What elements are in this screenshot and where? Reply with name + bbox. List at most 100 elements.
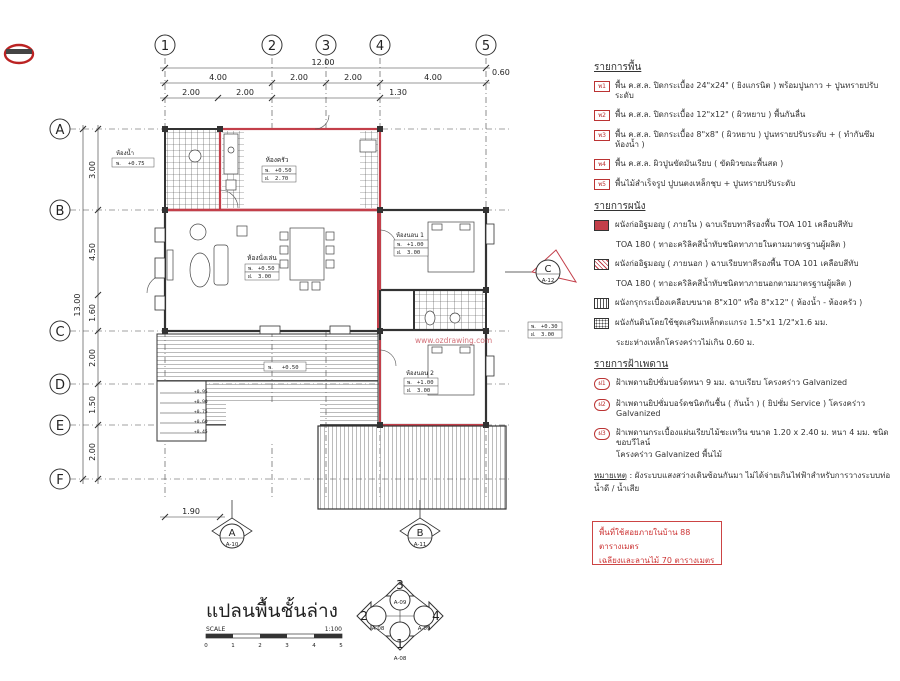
- floor-tag: พ1: [594, 81, 610, 92]
- grid-bubble-2: 2: [261, 34, 283, 56]
- dim-top-4: 4.00: [424, 73, 442, 82]
- area-summary-box: พื้นที่ใช้สอยภายในบ้าน 88 ตารางเมตร เฉลี…: [592, 521, 722, 565]
- wall-pattern-dots-icon: [594, 318, 609, 329]
- svg-text:+1.00: +1.00: [407, 242, 424, 248]
- svg-text:1: 1: [396, 637, 404, 651]
- svg-text:A: A: [229, 528, 236, 539]
- wooden-deck: [156, 333, 507, 510]
- svg-text:+0.90: +0.90: [194, 399, 208, 405]
- svg-text:3: 3: [322, 39, 330, 54]
- svg-text:ฝ.: ฝ.: [407, 388, 412, 394]
- room-label-bedroom-2: ห้องนอน 2 พ. +1.00 ฝ. 3.00: [403, 370, 439, 395]
- legend-wall-item: TOA 180 ( ทาอะคริลิคสีน้ำทับชนิดทาภายในต…: [616, 240, 846, 249]
- svg-text:ฝ.: ฝ.: [265, 176, 270, 182]
- grid-bubble-B: B: [49, 199, 71, 221]
- plan-title: แปลนพื้นชั้นล่าง: [206, 597, 338, 622]
- dim-top-total: 12.00: [312, 58, 335, 67]
- dim-left-2: 4.50: [88, 243, 97, 261]
- dim-top-extra: 0.60: [492, 68, 510, 77]
- svg-text:A-08: A-08: [372, 626, 385, 632]
- svg-text:พ.: พ.: [531, 324, 536, 330]
- svg-text:+0.75: +0.75: [194, 409, 208, 415]
- section-marker-c: C A-12: [505, 249, 578, 285]
- svg-text:2: 2: [258, 643, 262, 649]
- svg-text:+0.50: +0.50: [275, 168, 292, 174]
- svg-text:ห้องนอน 2: ห้องนอน 2: [406, 370, 434, 377]
- svg-text:B: B: [56, 204, 65, 219]
- svg-text:2.70: 2.70: [275, 176, 288, 182]
- svg-text:ห้องครัว: ห้องครัว: [266, 156, 289, 164]
- ceiling-tag: ฝ3: [594, 428, 610, 440]
- legend-wall-item: ผนังก่ออิฐมอญ ( ภายนอก ) ฉาบเรียบทาสีรอง…: [594, 259, 891, 270]
- svg-text:SCALE: SCALE: [206, 626, 225, 633]
- dim-top-2: 2.00: [290, 73, 308, 82]
- svg-text:4: 4: [376, 39, 384, 54]
- svg-text:3.00: 3.00: [541, 332, 554, 338]
- scale-bar: SCALE 1:100 0 1 2 3 4 5: [204, 626, 343, 649]
- svg-text:พ.: พ.: [397, 242, 402, 248]
- svg-text:3: 3: [285, 643, 289, 649]
- section-c-level-label: พ. +0.30 ฝ. 3.00: [527, 321, 563, 339]
- ceiling-tag: ฝ1: [594, 378, 610, 390]
- dim-left-6: 2.00: [88, 443, 97, 461]
- grid-bubble-3: 3: [315, 34, 337, 56]
- dim-left-4: 2.00: [88, 349, 97, 367]
- svg-text:พ.: พ.: [265, 168, 270, 174]
- grid-bubble-1: 1: [154, 34, 176, 56]
- wall-pattern-hatch-icon: [594, 259, 609, 270]
- svg-text:A-11: A-11: [414, 542, 427, 548]
- svg-text:5: 5: [339, 643, 343, 649]
- left-dimensions: [79, 125, 102, 484]
- legend-wall-title: รายการผนัง: [594, 201, 646, 212]
- svg-text:2: 2: [360, 609, 368, 623]
- floor-tag: พ3: [594, 130, 610, 141]
- grid-bubble-C: C: [49, 320, 71, 342]
- svg-text:+0.50: +0.50: [282, 365, 299, 371]
- svg-text:1:100: 1:100: [325, 626, 342, 633]
- wall-pattern-grid-icon: [594, 298, 609, 309]
- svg-text:A: A: [56, 123, 65, 138]
- ceiling-tag: ฝ2: [594, 399, 610, 411]
- svg-text:5: 5: [482, 39, 490, 54]
- svg-text:+0.45: +0.45: [194, 429, 208, 435]
- svg-text:ห้องนอน 1: ห้องนอน 1: [396, 232, 424, 239]
- svg-text:E: E: [56, 419, 64, 434]
- svg-text:A-09: A-09: [418, 626, 431, 632]
- legend-note: หมายเหตุ : ผังระบบแสงสว่างเดินซ้อนกันมา …: [594, 471, 891, 493]
- section-marker-b: B A-11: [399, 500, 441, 549]
- bottom-dimension: [160, 513, 225, 521]
- stair-level-labels: +0.95 +0.90 +0.75 +0.60 +0.45: [194, 389, 208, 435]
- svg-text:พ.: พ.: [248, 266, 253, 272]
- svg-text:พ.: พ.: [268, 365, 273, 371]
- grid-bubble-E: E: [49, 414, 71, 436]
- dim-top-5: 2.00: [182, 88, 200, 97]
- dim-left-3: 1.60: [88, 304, 97, 322]
- elevation-key: 3 A-09 2 A-08 4 A-09 1 A-08: [356, 578, 444, 662]
- svg-text:B: B: [417, 528, 424, 539]
- svg-text:ฝ.: ฝ.: [397, 250, 402, 256]
- svg-text:1: 1: [231, 643, 235, 649]
- legend-floor-title: รายการพื้น: [594, 62, 642, 73]
- dim-bottom: 1.90: [182, 507, 200, 516]
- svg-text:ฝ.: ฝ.: [531, 332, 536, 338]
- grid-bubble-F: F: [49, 468, 71, 490]
- legend-wall-item: ผนังกรุกระเบื้องเคลือบขนาด 8"x10" หรือ 8…: [594, 298, 891, 309]
- svg-text:3.00: 3.00: [417, 388, 430, 394]
- windows: [154, 223, 495, 377]
- grid-bubble-5: 5: [475, 34, 497, 56]
- wall-pattern-solid-icon: [594, 220, 609, 231]
- svg-text:C: C: [55, 325, 64, 340]
- dim-left-1: 3.00: [88, 161, 97, 179]
- dim-top-6: 2.00: [236, 88, 254, 97]
- area-line-2: เฉลียงและลานไม้ 70 ตารางเมตร: [599, 556, 715, 565]
- grid-bubble-D: D: [49, 373, 71, 395]
